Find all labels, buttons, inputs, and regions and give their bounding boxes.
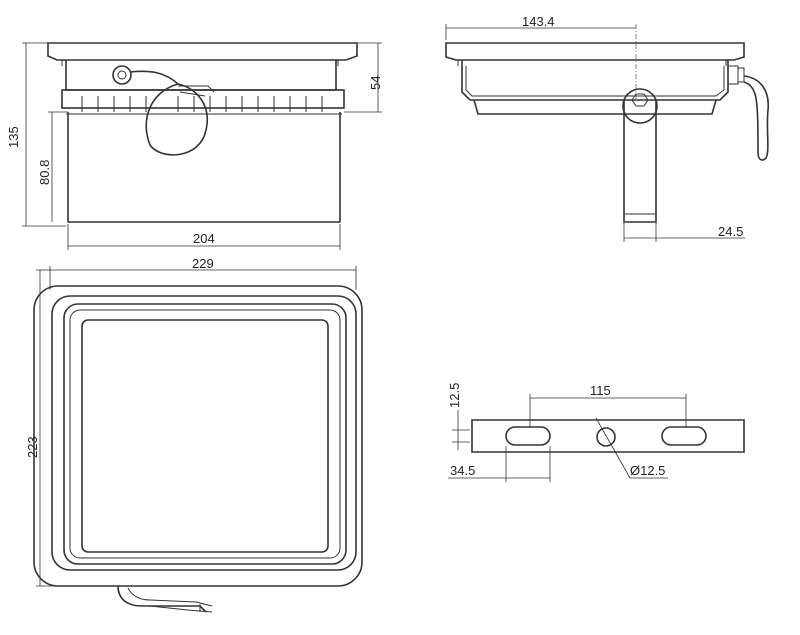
pivot-bolt [622, 88, 658, 124]
dim-label-24-5: 24.5 [718, 224, 743, 239]
cable-loop [145, 83, 209, 156]
dim-label-54: 54 [368, 76, 383, 90]
bracket-center-hole [596, 427, 616, 447]
side-view-heatsink: 135 80.8 54 204 [6, 42, 383, 250]
dimension-side-height-top: 54 [344, 42, 383, 113]
dim-label-34-5: 34.5 [450, 463, 475, 478]
dimension-bracket-thickness: 12.5 [447, 383, 470, 450]
dim-label-hole-diameter: Ø12.5 [630, 463, 665, 478]
side-view-bracket [67, 112, 341, 223]
pivot-view-lower-housing [473, 99, 717, 115]
cable-gland [112, 65, 132, 85]
dim-label-229: 229 [192, 256, 214, 271]
dimension-slot-offset: 34.5 [448, 446, 551, 482]
dim-label-135: 135 [6, 126, 21, 148]
dimension-side-width: 204 [67, 224, 341, 250]
front-view-lens [81, 319, 329, 553]
side-view-top-plate [47, 42, 358, 61]
side-view-cable [129, 70, 179, 85]
pivot-view-housing [461, 60, 729, 101]
dim-label-12-5: 12.5 [447, 383, 462, 408]
dim-label-204: 204 [193, 231, 215, 246]
dimension-top-width: 143.4 [445, 14, 636, 40]
dimension-side-height-body: 80.8 [37, 111, 68, 222]
dim-label-143-4: 143.4 [522, 14, 555, 29]
side-view-fin-block [61, 89, 345, 109]
dimension-front-width: 229 [49, 256, 357, 290]
side-view-bracket-pivot: 143.4 24.5 [445, 14, 769, 242]
front-view-outer-frame [33, 285, 363, 587]
front-view-cable [117, 585, 207, 613]
dimension-side-height-total: 135 [6, 42, 66, 227]
bracket-slot-left [505, 426, 551, 446]
dim-label-80-8: 80.8 [37, 160, 52, 185]
dim-label-223: 223 [25, 436, 40, 458]
dimension-front-height: 223 [25, 269, 56, 587]
bracket-plate [471, 419, 745, 453]
pivot-view-cable [743, 75, 769, 161]
dimension-hole-diameter: Ø12.5 [595, 417, 668, 479]
bracket-slot-right [661, 426, 707, 446]
front-view-bezel [51, 295, 357, 571]
dimension-slot-spacing: 115 [529, 383, 687, 428]
side-view-fins [81, 96, 323, 112]
dimension-bracket-offset: 24.5 [623, 222, 745, 242]
pivot-view-top-plate [445, 42, 745, 61]
dim-label-115: 115 [590, 383, 611, 398]
front-view-inner-bezel [63, 303, 347, 565]
bracket-plate-view: 115 12.5 34.5 Ø12.5 [447, 383, 745, 482]
front-view: 229 223 [25, 256, 363, 613]
